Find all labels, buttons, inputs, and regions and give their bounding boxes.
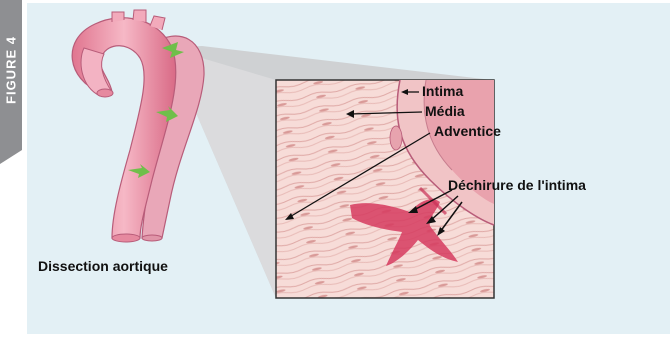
intima-label: Intima (422, 83, 463, 99)
tear-label: Déchirure de l'intima (448, 177, 586, 193)
dissection-label: Dissection aortique (38, 258, 168, 274)
adventice-label: Adventice (434, 123, 501, 139)
media-label: Média (425, 103, 465, 119)
